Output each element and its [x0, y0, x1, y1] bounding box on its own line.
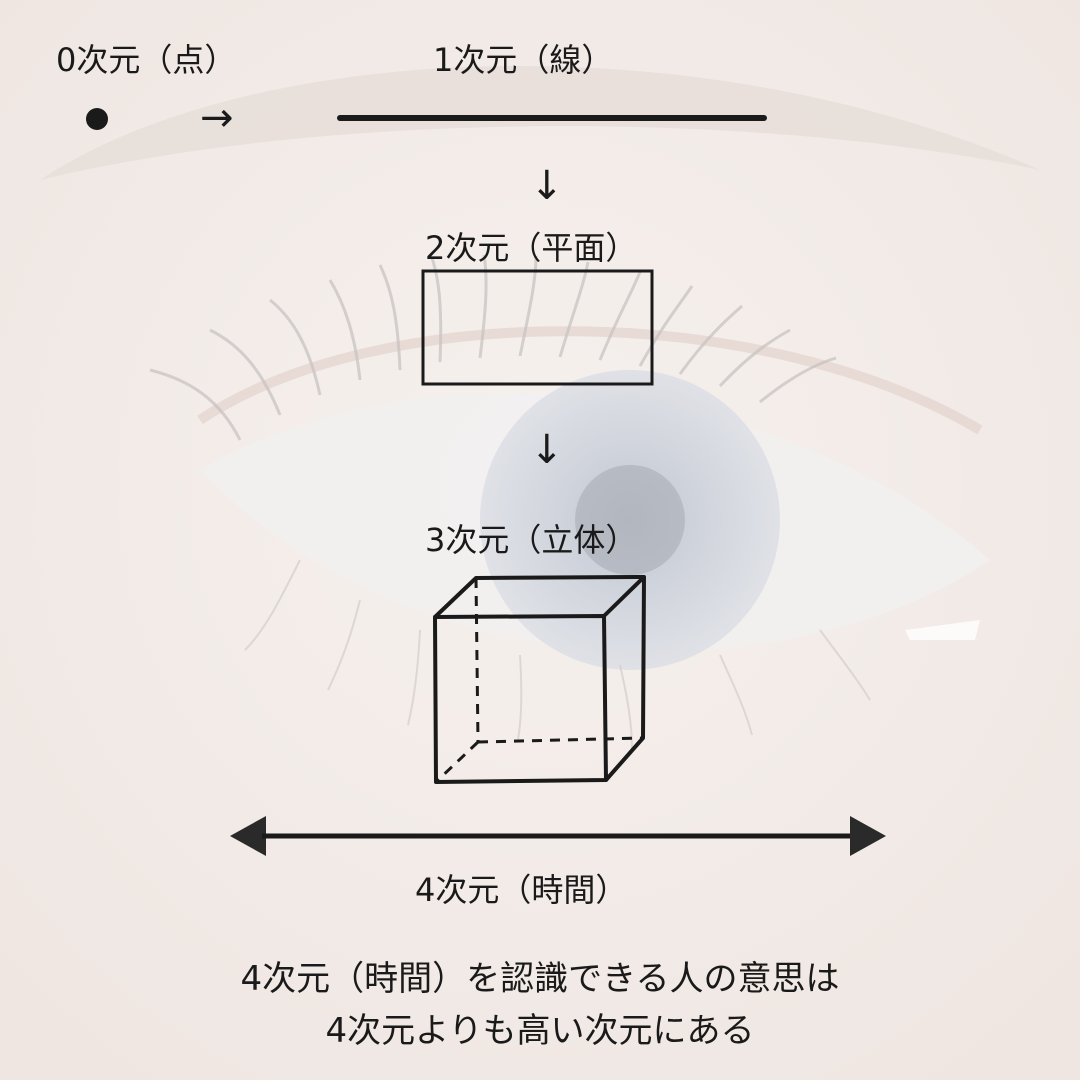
- label-1d: 1次元（線）: [433, 41, 614, 79]
- caption-line-2: 4次元よりも高い次元にある: [325, 1011, 755, 1051]
- label-4d: 4次元（時間）: [415, 871, 628, 909]
- point-shape: [86, 108, 108, 130]
- cube-shape: [433, 575, 646, 784]
- down-arrow-icon: ↓: [530, 163, 564, 209]
- down-arrow-icon-2: ↓: [530, 427, 564, 473]
- label-2d: 2次元（平面）: [425, 229, 638, 267]
- eyelid-crease: [197, 326, 983, 435]
- line-shape: [337, 115, 767, 121]
- eye-highlight: [905, 620, 980, 640]
- plane-rectangle: [421, 269, 654, 386]
- lower-eyelash-group: [244, 559, 871, 751]
- right-arrow-icon: →: [200, 95, 234, 141]
- label-3d: 3次元（立体）: [425, 521, 638, 559]
- eye-pupil: [575, 465, 685, 575]
- eyelash-group: [149, 254, 837, 441]
- caption-line-1: 4次元（時間）を認識できる人の意思は: [240, 959, 840, 999]
- time-double-arrow: [230, 816, 886, 856]
- eyebrow-shape: [40, 65, 1040, 180]
- label-0d: 0次元（点）: [56, 41, 237, 79]
